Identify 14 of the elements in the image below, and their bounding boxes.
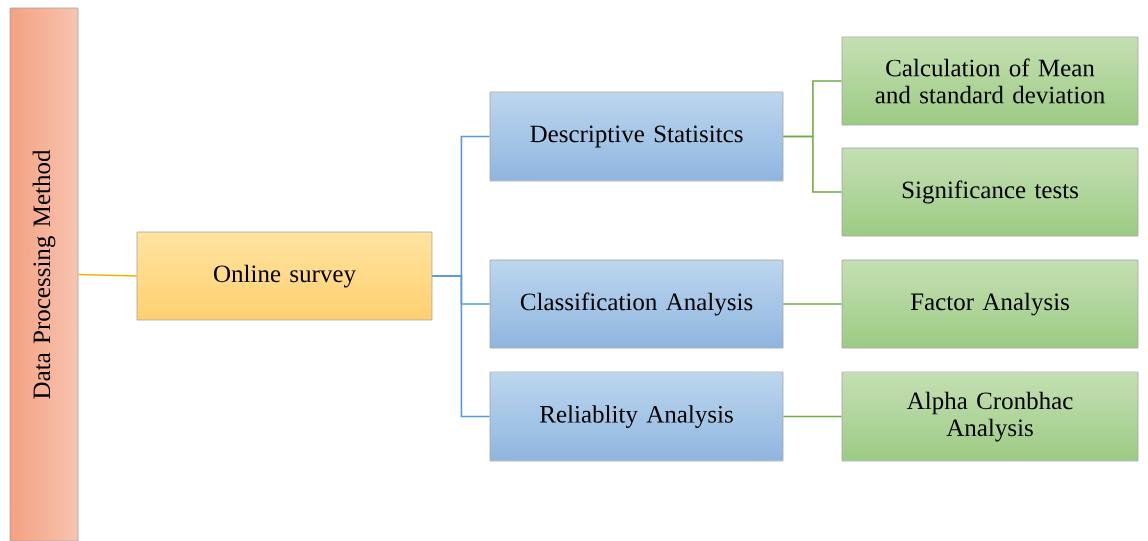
connector-line (782, 303, 843, 305)
connector-line (431, 275, 491, 418)
title-band: Data Processing Method (9, 7, 79, 541)
connector-line (782, 415, 843, 418)
process-box: Alpha Cronbhac Analysis (841, 371, 1139, 462)
process-box: Reliablity Analysis (489, 371, 784, 462)
process-box: Calculation of Mean and standard deviation (841, 36, 1139, 126)
process-box: Descriptive Statisitcs (489, 91, 784, 182)
connector-line (782, 135, 843, 193)
process-box: Classification Analysis (489, 259, 784, 349)
process-box: Factor Analysis (841, 259, 1139, 349)
process-box: Online survey (136, 231, 433, 321)
connector-line (77, 273, 138, 277)
process-box: Significance tests (841, 147, 1139, 237)
